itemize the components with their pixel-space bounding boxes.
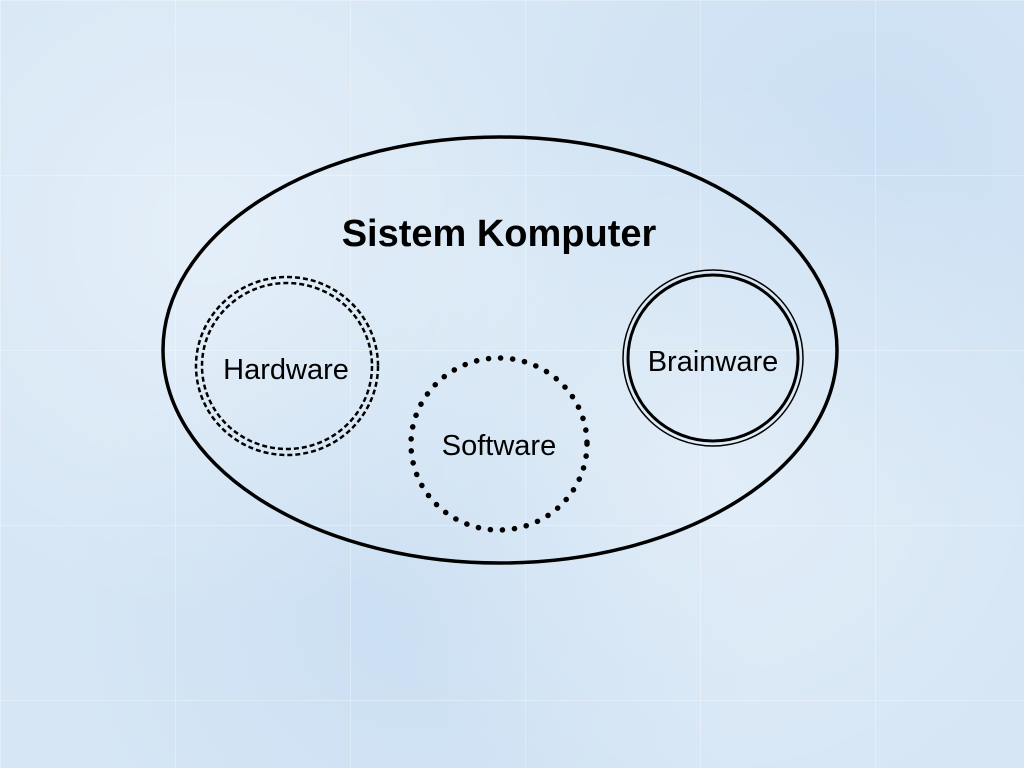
software-node: Software (408, 355, 590, 533)
software-circle (408, 355, 590, 533)
system-ellipse (161, 135, 839, 565)
hardware-node: Hardware (194, 275, 380, 457)
hardware-label: Hardware (223, 354, 349, 386)
brainware-circle-inner (626, 273, 800, 443)
hardware-circle-outer (194, 275, 380, 457)
system-boundary: Sistem Komputer (161, 135, 839, 565)
brainware-circle-outer (622, 269, 804, 447)
software-label: Software (442, 430, 556, 462)
brainware-node: Brainware (622, 269, 804, 447)
hardware-circle-inner (200, 281, 374, 451)
diagram-title: Sistem Komputer (342, 213, 657, 255)
brainware-label: Brainware (648, 346, 779, 378)
